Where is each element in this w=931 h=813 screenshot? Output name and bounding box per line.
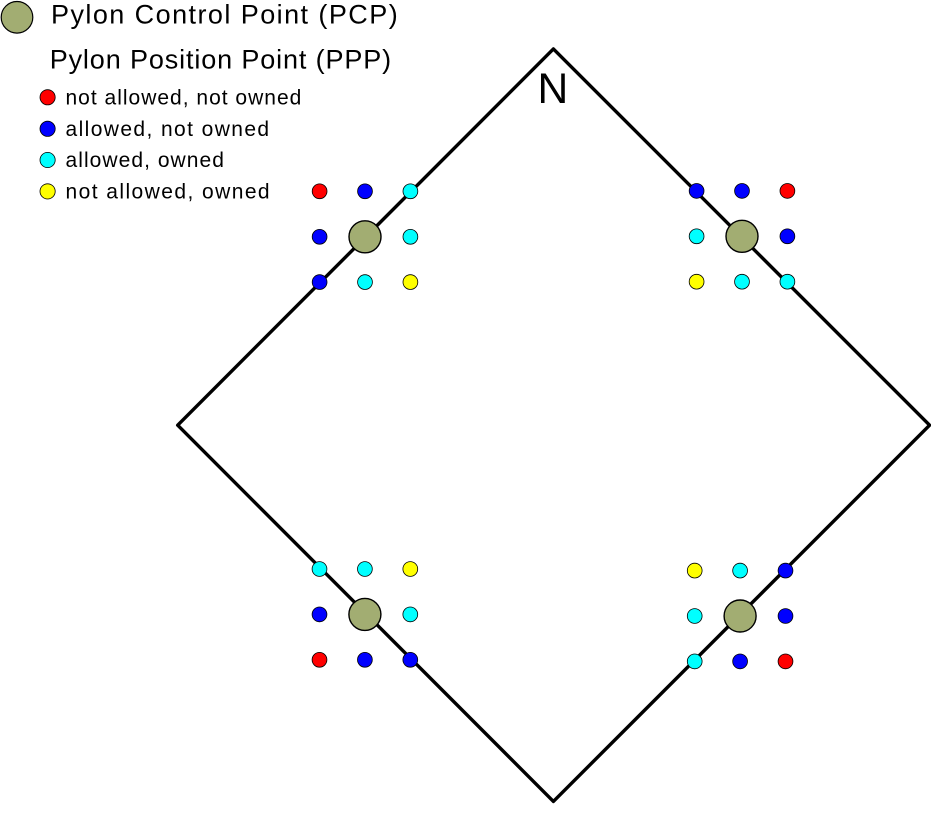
- svg-text:not allowed, not owned: not allowed, not owned: [66, 86, 303, 109]
- svg-text:not allowed, owned: not allowed, owned: [66, 181, 272, 204]
- svg-text:Pylon Control Point (PCP): Pylon Control Point (PCP): [51, 0, 399, 30]
- svg-text:allowed, not owned: allowed, not owned: [66, 118, 271, 141]
- svg-text:allowed, owned: allowed, owned: [66, 149, 225, 172]
- svg-text:Pylon Position Point (PPP): Pylon Position Point (PPP): [50, 45, 392, 75]
- svg-text:N: N: [538, 65, 569, 113]
